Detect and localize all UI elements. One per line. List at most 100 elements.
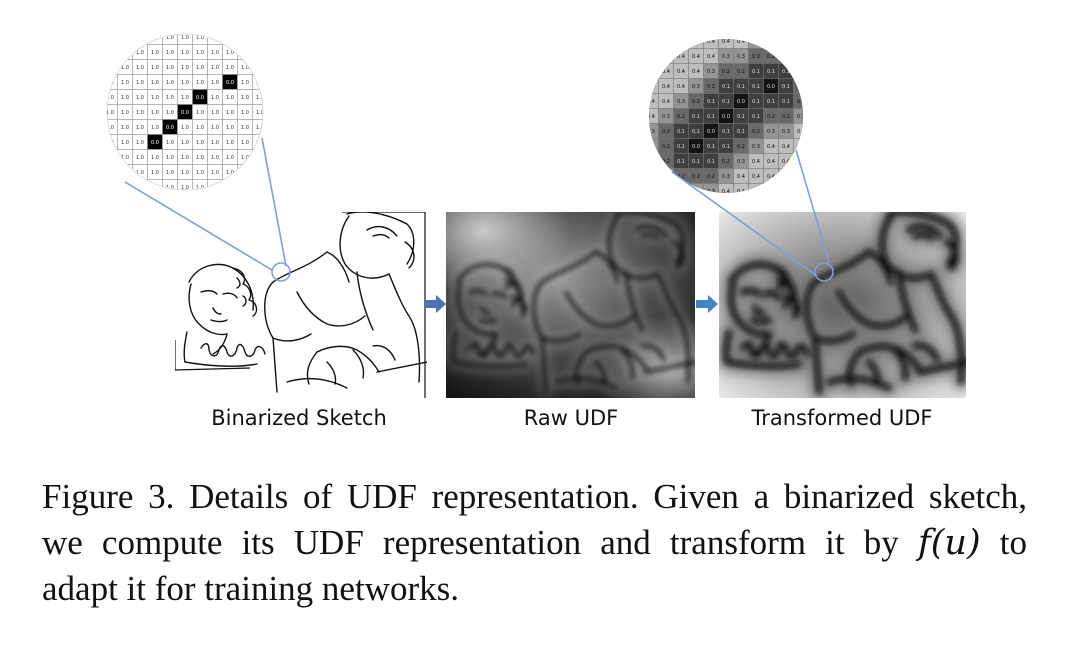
udf-grid-value: 0.4 bbox=[752, 174, 760, 180]
udf-grid-cell bbox=[778, 183, 794, 193]
udf-grid-value: 0.3 bbox=[767, 39, 775, 45]
binary-grid-value: 1.0 bbox=[136, 50, 144, 56]
udf-grid-value: 0.4 bbox=[737, 39, 745, 45]
binary-grid-value: 0.0 bbox=[196, 95, 204, 101]
udf-grid-value: 0.0 bbox=[692, 144, 700, 150]
udf-grid-value: 0.0 bbox=[722, 114, 730, 120]
udf-grid-cell bbox=[778, 48, 794, 64]
udf-grid-value: 0.3 bbox=[752, 144, 760, 150]
binary-grid-value: 1.0 bbox=[106, 185, 114, 191]
udf-grid-value: 0.4 bbox=[677, 69, 685, 75]
udf-grid-value: 0.2 bbox=[662, 159, 670, 165]
caption-line-2: we compute its UDF representation and tr… bbox=[42, 520, 1027, 566]
udf-grid-value: 0.2 bbox=[797, 99, 805, 105]
udf-grid-value: 0.4 bbox=[647, 54, 655, 60]
binary-grid-value: 1.0 bbox=[211, 50, 219, 56]
binary-grid-value: 1.0 bbox=[226, 155, 234, 161]
binary-grid-value: 1.0 bbox=[181, 185, 189, 191]
udf-grid-value: 0.1 bbox=[752, 84, 760, 90]
udf-grid-value: 0.3 bbox=[737, 159, 745, 165]
binary-grid-value: 1.0 bbox=[166, 65, 174, 71]
binary-grid-value: 1.0 bbox=[151, 170, 159, 176]
binary-grid-value: 1.0 bbox=[136, 65, 144, 71]
udf-grid-value: 0.1 bbox=[752, 99, 760, 105]
udf-grid-value: 0.2 bbox=[677, 114, 685, 120]
udf-grid-value: 0.4 bbox=[737, 189, 745, 195]
udf-grid-value: 0.2 bbox=[782, 114, 790, 120]
udf-grid-cell bbox=[688, 39, 704, 49]
udf-grid-value: 0.4 bbox=[797, 144, 805, 150]
binary-grid-value: 1.0 bbox=[181, 170, 189, 176]
binary-grid-value: 1.0 bbox=[211, 125, 219, 131]
udf-grid-value: 0.2 bbox=[797, 69, 805, 75]
udf-grid-value: 0.4 bbox=[707, 54, 715, 60]
binary-grid-value: 1.0 bbox=[106, 170, 114, 176]
udf-grid-value: 0.4 bbox=[662, 39, 670, 45]
udf-grid-cell bbox=[649, 138, 659, 154]
binary-grid-value: 1.0 bbox=[211, 65, 219, 71]
binary-grid-value: 1.0 bbox=[226, 95, 234, 101]
udf-grid-value: 0.3 bbox=[752, 39, 760, 45]
udf-grid-value: 0.4 bbox=[662, 69, 670, 75]
binary-grid-cell bbox=[107, 44, 118, 60]
udf-grid-value: 0.2 bbox=[692, 174, 700, 180]
udf-grid-value: 0.3 bbox=[692, 84, 700, 90]
udf-grid-value: 0.4 bbox=[662, 99, 670, 105]
binary-grid-cell bbox=[117, 44, 133, 60]
binary-grid-cell bbox=[237, 34, 253, 45]
udf-grid-value: 0.4 bbox=[692, 39, 700, 45]
udf-grid-value: 0.0 bbox=[767, 84, 775, 90]
udf-grid-cell bbox=[793, 78, 803, 94]
binary-grid-value: 1.0 bbox=[226, 50, 234, 56]
udf-grid-value: 0.1 bbox=[737, 84, 745, 90]
udf-grid-value: 0.4 bbox=[647, 114, 655, 120]
binary-grid-value: 1.0 bbox=[241, 110, 249, 116]
binary-grid-value: 0.0 bbox=[181, 110, 189, 116]
udf-grid-value: 0.1 bbox=[722, 99, 730, 105]
udf-grid-value: 0.4 bbox=[722, 39, 730, 45]
binary-grid-value: 1.0 bbox=[226, 110, 234, 116]
binary-grid-cell bbox=[107, 149, 118, 165]
binary-grid-value: 1.0 bbox=[256, 65, 264, 71]
udf-grid-value: 0.4 bbox=[767, 159, 775, 165]
binary-grid-cell bbox=[237, 164, 253, 180]
binary-grid-value: 1.0 bbox=[166, 110, 174, 116]
binary-grid-value: 1.0 bbox=[106, 50, 114, 56]
binary-grid-value: 1.0 bbox=[121, 155, 129, 161]
udf-grid-value: 0.3 bbox=[722, 174, 730, 180]
udf-grid-value: 0.4 bbox=[677, 39, 685, 45]
binary-grid-value: 1.0 bbox=[121, 35, 129, 41]
binary-grid-value: 1.0 bbox=[226, 185, 234, 191]
binary-grid-value: 1.0 bbox=[106, 95, 114, 101]
binary-grid-value: 1.0 bbox=[106, 65, 114, 71]
udf-grid-value: 0.1 bbox=[782, 84, 790, 90]
udf-grid-value: 0.0 bbox=[737, 99, 745, 105]
binary-grid-value: 1.0 bbox=[121, 170, 129, 176]
binary-grid-value: 1.0 bbox=[166, 140, 174, 146]
binary-grid-value: 1.0 bbox=[136, 170, 144, 176]
binary-grid-value: 1.0 bbox=[196, 35, 204, 41]
udf-grid-value: 0.3 bbox=[647, 129, 655, 135]
udf-grid-cell bbox=[793, 63, 803, 79]
udf-zoom-callout bbox=[671, 149, 834, 282]
binary-grid-value: 1.0 bbox=[211, 110, 219, 116]
binary-grid-cell bbox=[252, 179, 263, 190]
binary-grid-value: 1.0 bbox=[136, 110, 144, 116]
binary-grid-value: 1.0 bbox=[106, 35, 114, 41]
udf-grid-value: 0.4 bbox=[782, 159, 790, 165]
binary-grid-value: 1.0 bbox=[226, 170, 234, 176]
udf-grid-value: 0.4 bbox=[752, 159, 760, 165]
udf-grid-value: 0.3 bbox=[797, 54, 805, 60]
udf-grid-value: 0.4 bbox=[767, 189, 775, 195]
udf-grid-cell bbox=[649, 183, 659, 193]
udf-grid-value: 0.4 bbox=[797, 129, 805, 135]
udf-grid-value: 0.3 bbox=[767, 129, 775, 135]
udf-grid-value: 0.2 bbox=[662, 129, 670, 135]
udf-grid-value: 0.4 bbox=[647, 84, 655, 90]
binary-grid-value: 1.0 bbox=[241, 125, 249, 131]
udf-grid-value: 0.3 bbox=[782, 39, 790, 45]
binary-grid-value: 1.0 bbox=[106, 110, 114, 116]
binary-grid-cell bbox=[117, 164, 133, 180]
binary-grid-value: 1.0 bbox=[256, 95, 264, 101]
binary-grid-value: 1.0 bbox=[226, 140, 234, 146]
